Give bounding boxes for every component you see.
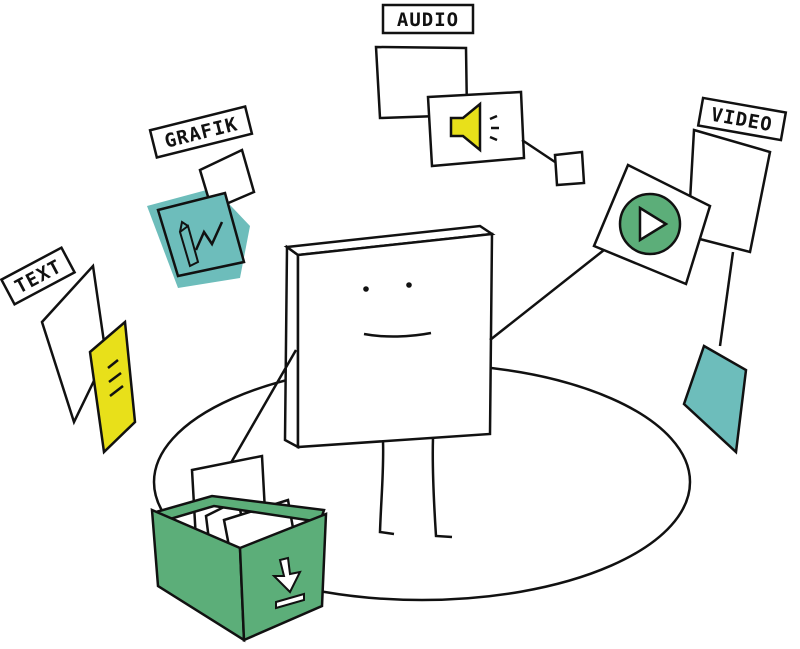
audio-group: AUDIO [376,5,584,185]
mouth [364,333,431,337]
audio-small-card [555,152,584,185]
pencil-image-icon [180,222,222,266]
grafik-group: GRAFIK [147,107,254,288]
audio-label-tag: AUDIO [383,5,473,33]
right-leg [433,438,452,537]
right-eye [406,282,412,288]
grafik-label-tag: GRAFIK [150,107,252,158]
play-icon [620,194,680,254]
audio-label: AUDIO [397,9,459,31]
video-teal-card [684,346,746,452]
video-group: VIDEO [594,98,786,452]
text-label-tag: TEXT [1,248,74,305]
document-lines-icon [90,322,135,452]
character [228,226,604,537]
speaker-icon [451,104,499,150]
left-eye [363,286,369,292]
download-arrow-icon [274,558,304,608]
left-leg [380,441,394,534]
character-body [298,234,492,447]
archive-box [152,456,326,640]
text-group: TEXT [1,248,135,452]
